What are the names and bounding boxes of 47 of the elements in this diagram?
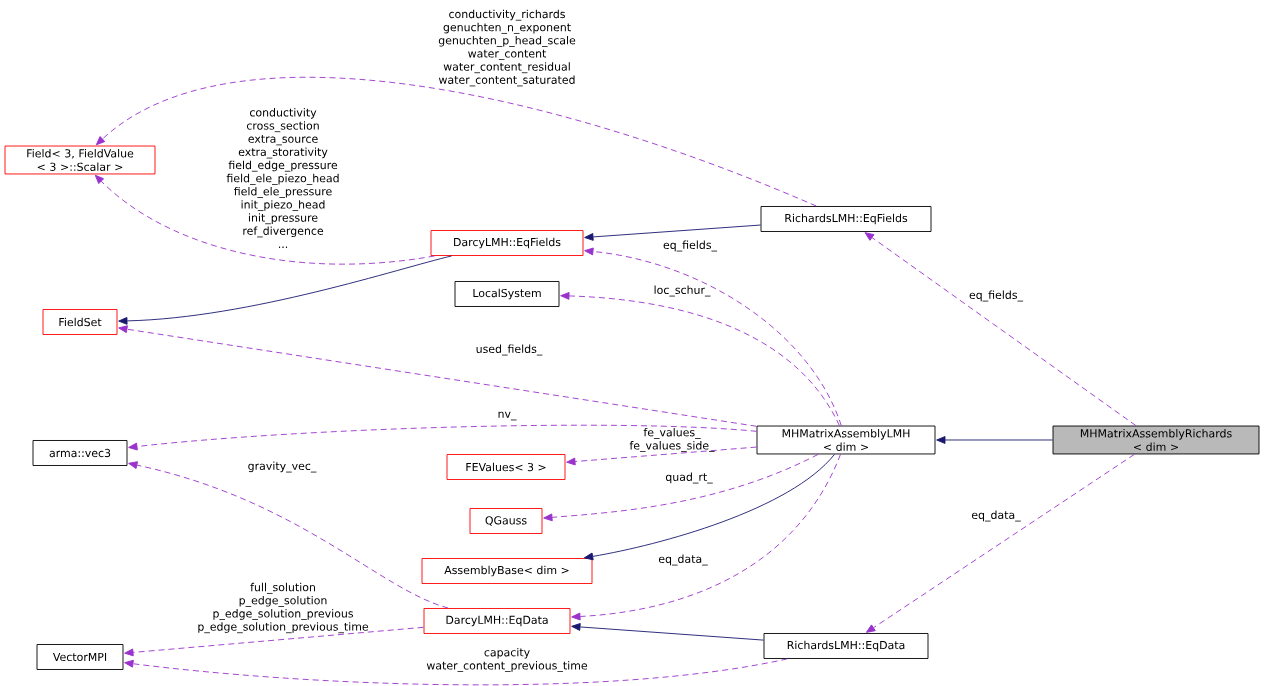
arrow bbox=[124, 626, 424, 657]
class-box: LocalSystem bbox=[454, 281, 560, 307]
edge-label: used_fields_ bbox=[476, 344, 543, 356]
class-box: AssemblyBase< dim > bbox=[421, 558, 593, 584]
edge-label: eq_fields_ bbox=[663, 240, 718, 252]
arrow bbox=[571, 453, 841, 621]
arrow bbox=[584, 224, 761, 241]
class-box: Field< 3, FieldValue < 3 >::Scalar > bbox=[4, 145, 156, 175]
class-box: DarcyLMH::EqFields bbox=[430, 230, 584, 256]
arrow bbox=[128, 424, 757, 451]
edge-label: conductivity_richards genuchten_n_exponent genuchten_p_head_scale water_content water_content_residual water_content_saturated bbox=[438, 9, 576, 87]
arrow bbox=[95, 77, 817, 207]
class-box: MHMatrixAssemblyLMH < dim > bbox=[756, 425, 936, 455]
edge-label: nv_ bbox=[498, 411, 517, 421]
arrow bbox=[584, 247, 842, 427]
class-box: arma::vec3 bbox=[32, 440, 128, 466]
arrow bbox=[94, 174, 436, 265]
arrow bbox=[560, 292, 840, 427]
arrow bbox=[864, 232, 1137, 427]
class-box: RichardsLMH::EqData bbox=[763, 633, 929, 659]
class-box: QGauss bbox=[469, 508, 543, 534]
arrow bbox=[583, 453, 835, 561]
arrow bbox=[543, 453, 819, 522]
edge-label: loc_schur_ bbox=[654, 285, 711, 297]
edge-label: fe_values_ fe_values_side_ bbox=[629, 427, 715, 452]
class-box: DarcyLMH::EqData bbox=[423, 608, 571, 634]
edge-label: capacity water_content_previous_time bbox=[426, 647, 588, 672]
arrow bbox=[936, 436, 1053, 444]
edge-label: eq_data_ bbox=[971, 510, 1021, 522]
class-box: MHMatrixAssemblyRichards < dim > bbox=[1052, 425, 1260, 455]
edge-label: conductivity cross_section extra_source extra_storativity field_edge_pressure field_ele_piezo_head field_ele_pressure init_piezo_head init_pressure ref_divergence ... bbox=[226, 108, 339, 248]
arrow bbox=[124, 658, 788, 686]
arrow bbox=[571, 623, 764, 641]
edge-label: eq_data_ bbox=[658, 554, 708, 566]
arrow bbox=[566, 446, 757, 466]
arrow bbox=[128, 461, 449, 609]
class-box: RichardsLMH::EqFields bbox=[760, 206, 932, 232]
edge-label: gravity_vec_ bbox=[248, 461, 317, 473]
class-box: VectorMPI bbox=[36, 644, 124, 670]
arrow bbox=[118, 255, 453, 325]
class-box: FieldSet bbox=[42, 309, 118, 335]
edge-label: quad_rt_ bbox=[665, 472, 713, 484]
edge-label: eq_fields_ bbox=[969, 290, 1024, 302]
arrow bbox=[118, 325, 757, 427]
class-box: FEValues< 3 > bbox=[446, 454, 566, 480]
edge-label: full_solution p_edge_solution p_edge_solution_previous p_edge_solution_previous_time bbox=[198, 582, 369, 634]
arrow bbox=[866, 453, 1135, 633]
